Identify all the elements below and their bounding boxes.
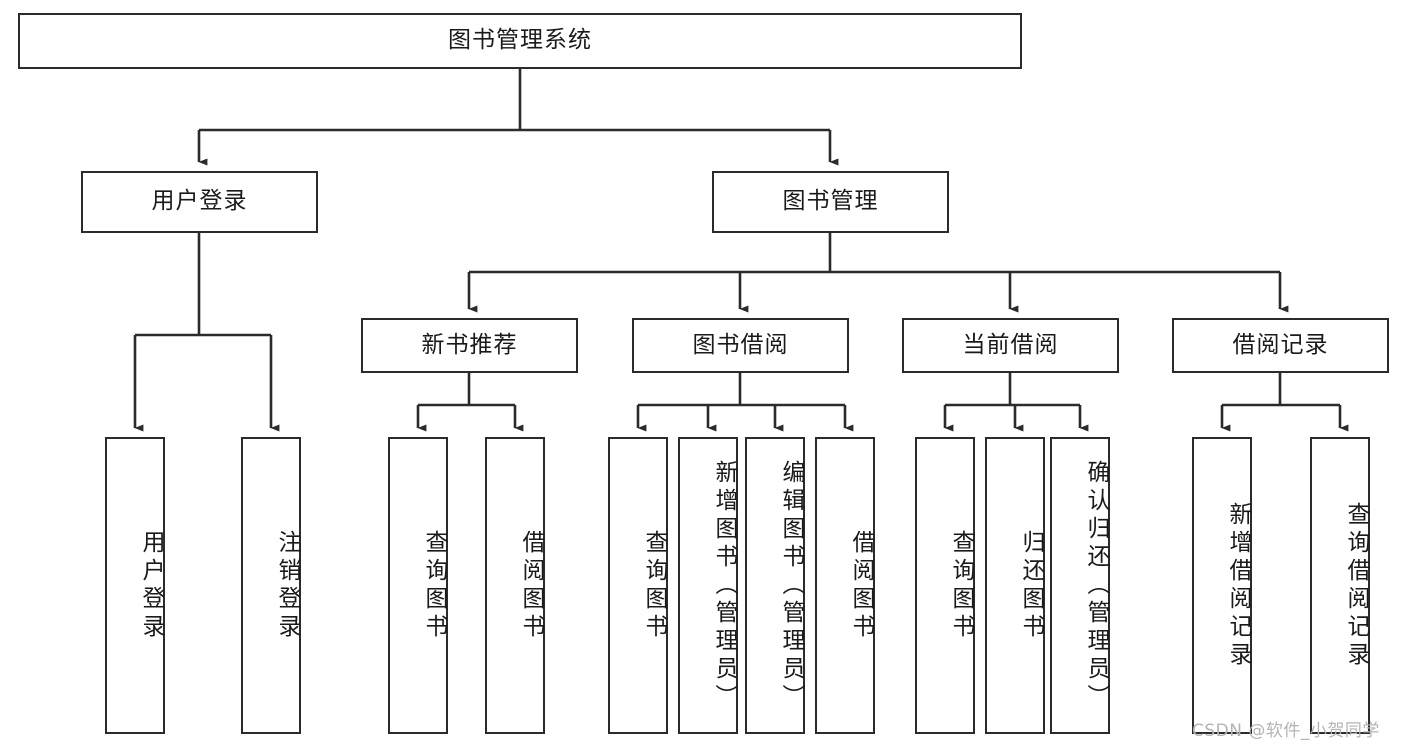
leaf-label: 借阅图书 [518,529,544,642]
leaf-borrow-record-query-record[interactable]: 查询借阅记录 [1310,437,1370,734]
leaf-book-borrow-borrow-book[interactable]: 借阅图书 [815,437,875,734]
leaf-label: 编辑图书（管理员） [778,459,804,712]
node-book-management[interactable]: 图书管理 [712,171,949,233]
leaf-current-borrow-return-book[interactable]: 归还图书 [985,437,1045,734]
leaf-user-login-login[interactable]: 用户登录 [105,437,165,734]
leaf-label: 确认归还（管理员） [1083,459,1109,712]
leaf-book-borrow-query-book[interactable]: 查询图书 [608,437,668,734]
leaf-new-book-query-book[interactable]: 查询图书 [388,437,448,734]
leaf-user-login-logout[interactable]: 注销登录 [241,437,301,734]
leaf-label: 注销登录 [274,529,300,642]
leaf-borrow-record-add-record[interactable]: 新增借阅记录 [1192,437,1252,734]
node-root-book-management-system[interactable]: 图书管理系统 [18,13,1022,69]
leaf-label: 查询借阅记录 [1343,501,1369,670]
leaf-book-borrow-edit-book-admin[interactable]: 编辑图书（管理员） [745,437,805,734]
leaf-label: 查询图书 [421,529,447,642]
node-new-book-recommend[interactable]: 新书推荐 [361,318,578,373]
node-borrow-record[interactable]: 借阅记录 [1172,318,1389,373]
leaf-label: 用户登录 [138,529,164,642]
node-current-borrow[interactable]: 当前借阅 [902,318,1119,373]
leaf-label: 新增借阅记录 [1225,501,1251,670]
leaf-book-borrow-add-book-admin[interactable]: 新增图书（管理员） [678,437,738,734]
node-book-borrow[interactable]: 图书借阅 [632,318,849,373]
leaf-label: 归还图书 [1018,529,1044,642]
leaf-label: 新增图书（管理员） [711,459,737,712]
leaf-label: 借阅图书 [848,529,874,642]
leaf-new-book-borrow-book[interactable]: 借阅图书 [485,437,545,734]
csdn-watermark: CSDN @软件_小贺同学 [1192,721,1380,741]
leaf-label: 查询图书 [641,529,667,642]
leaf-current-borrow-query-book[interactable]: 查询图书 [915,437,975,734]
leaf-label: 查询图书 [948,529,974,642]
leaf-current-borrow-confirm-return-admin[interactable]: 确认归还（管理员） [1050,437,1110,734]
node-user-login[interactable]: 用户登录 [81,171,318,233]
